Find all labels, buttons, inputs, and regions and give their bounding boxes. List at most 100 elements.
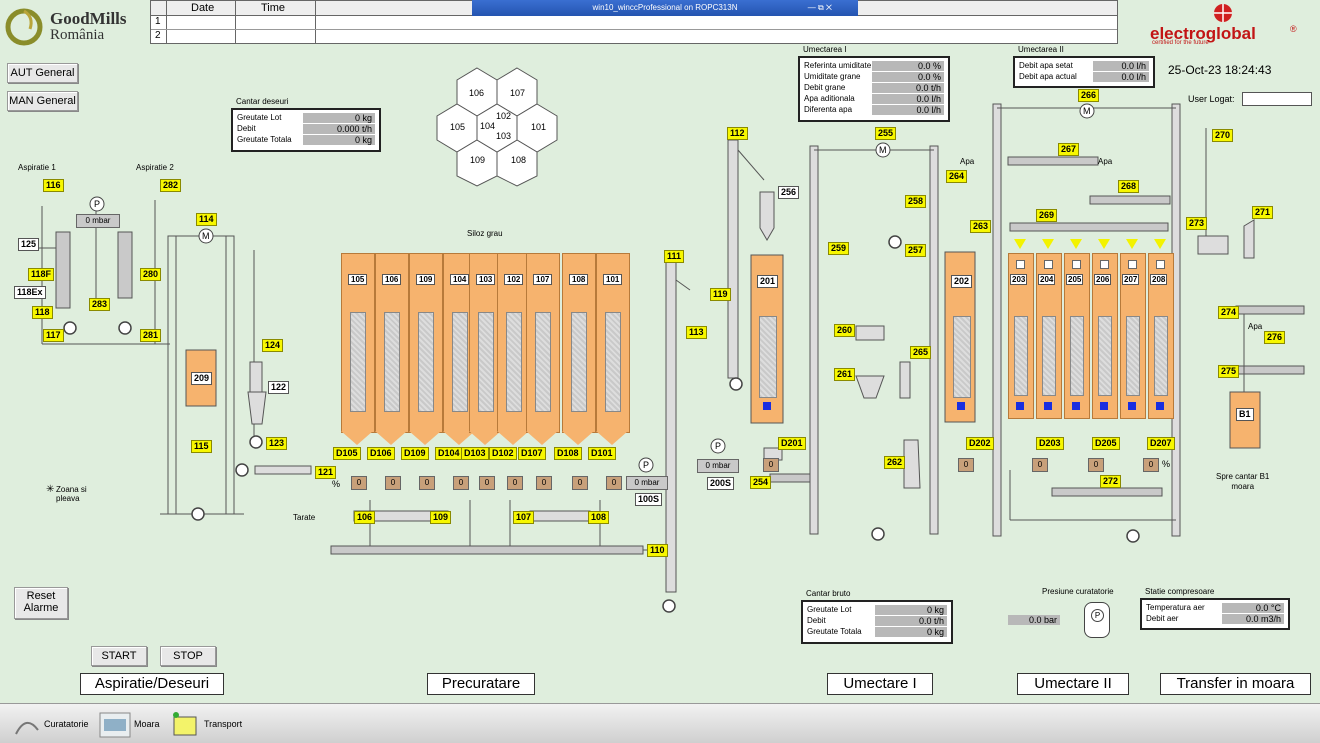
silo-101[interactable]: 101	[596, 253, 630, 433]
silo-205[interactable]: 205	[1064, 253, 1090, 419]
tag-256[interactable]: 256	[778, 186, 800, 199]
aut-general-button[interactable]: AUT General	[7, 63, 78, 83]
tag-115[interactable]: 115	[191, 440, 212, 453]
taskbar-moara[interactable]: Moara	[98, 709, 160, 739]
hex-108[interactable]: 108	[511, 155, 527, 165]
tag-d105[interactable]: D105	[333, 447, 361, 460]
tag-282[interactable]: 282	[160, 179, 182, 192]
hex-106[interactable]: 106	[469, 88, 485, 98]
silo-207[interactable]: 207	[1120, 253, 1146, 419]
tag-111[interactable]: 111	[664, 250, 685, 263]
tag-d103[interactable]: D103	[461, 447, 489, 460]
tag-119[interactable]: 119	[710, 288, 731, 301]
tag-118f[interactable]: 118F	[28, 268, 55, 281]
silo-107[interactable]: 107	[526, 253, 560, 433]
tag-100s[interactable]: 100S	[635, 493, 663, 506]
tag-123[interactable]: 123	[266, 437, 288, 450]
section-precuratare-button[interactable]: Precuratare	[427, 673, 535, 695]
tag-272[interactable]: 272	[1100, 475, 1122, 488]
tag-116[interactable]: 116	[43, 179, 64, 192]
silo-108[interactable]: 108	[562, 253, 596, 433]
tag-107[interactable]: 107	[513, 511, 535, 524]
tag-254[interactable]: 254	[750, 476, 772, 489]
hex-101[interactable]: 101	[531, 122, 547, 132]
tag-108[interactable]: 108	[588, 511, 610, 524]
tag-124[interactable]: 124	[262, 339, 284, 352]
tag-d107[interactable]: D107	[518, 447, 546, 460]
tag-d205[interactable]: D205	[1092, 437, 1120, 450]
tag-d104[interactable]: D104	[435, 447, 463, 460]
tag-d102[interactable]: D102	[489, 447, 517, 460]
tag-118[interactable]: 118	[32, 306, 53, 319]
tag-263[interactable]: 263	[970, 220, 992, 233]
tag-117[interactable]: 117	[43, 329, 64, 342]
tag-d109[interactable]: D109	[401, 447, 429, 460]
tag-109[interactable]: 109	[430, 511, 452, 524]
tag-106[interactable]: 106	[354, 511, 376, 524]
hex-107[interactable]: 107	[510, 88, 526, 98]
tag-201[interactable]: 201	[757, 275, 779, 288]
taskbar-curatatorie[interactable]: Curatatorie	[12, 709, 89, 739]
tag-276[interactable]: 276	[1264, 331, 1286, 344]
tag-258[interactable]: 258	[905, 195, 927, 208]
tag-209[interactable]: 209	[191, 372, 213, 385]
tag-262[interactable]: 262	[884, 456, 906, 469]
reset-alarme-button[interactable]: Reset Alarme	[14, 587, 68, 619]
tag-200s[interactable]: 200S	[707, 477, 735, 490]
tag-259[interactable]: 259	[828, 242, 850, 255]
silo-208[interactable]: 208	[1148, 253, 1174, 419]
tag-202[interactable]: 202	[951, 275, 973, 288]
hex-109[interactable]: 109	[470, 155, 486, 165]
hex-102[interactable]: 102	[496, 111, 512, 121]
tag-275[interactable]: 275	[1218, 365, 1240, 378]
silo-102[interactable]: 102	[497, 253, 531, 433]
tag-269[interactable]: 269	[1036, 209, 1058, 222]
tag-281[interactable]: 281	[140, 329, 162, 342]
silo-204[interactable]: 204	[1036, 253, 1062, 419]
start-button[interactable]: START	[91, 646, 147, 666]
tag-121[interactable]: 121	[315, 466, 337, 479]
tag-273[interactable]: 273	[1186, 217, 1208, 230]
silo-109[interactable]: 109	[409, 253, 443, 433]
tag-d106[interactable]: D106	[367, 447, 395, 460]
section-transfer-button[interactable]: Transfer in moara	[1160, 673, 1311, 695]
silo-106[interactable]: 106	[375, 253, 409, 433]
stop-button[interactable]: STOP	[160, 646, 216, 666]
tag-268[interactable]: 268	[1118, 180, 1140, 193]
tag-d202[interactable]: D202	[966, 437, 994, 450]
window-controls-icon[interactable]: — ⧉ ✕	[807, 3, 832, 12]
tag-114[interactable]: 114	[196, 213, 217, 226]
tag-270[interactable]: 270	[1212, 129, 1234, 142]
tag-110[interactable]: 110	[647, 544, 668, 557]
tag-125[interactable]: 125	[18, 238, 40, 251]
silo-206[interactable]: 206	[1092, 253, 1118, 419]
tag-271[interactable]: 271	[1252, 206, 1274, 219]
tag-113[interactable]: 113	[686, 326, 707, 339]
section-umectare2-button[interactable]: Umectare II	[1017, 673, 1129, 695]
hex-103[interactable]: 103	[496, 131, 512, 141]
tag-260[interactable]: 260	[834, 324, 856, 337]
section-aspiratie-button[interactable]: Aspiratie/Deseuri	[80, 673, 224, 695]
tag-b1[interactable]: B1	[1236, 408, 1254, 421]
tag-122[interactable]: 122	[268, 381, 290, 394]
silo-203[interactable]: 203	[1008, 253, 1034, 419]
tag-267[interactable]: 267	[1058, 143, 1080, 156]
user-field[interactable]	[1242, 92, 1312, 106]
tag-261[interactable]: 261	[834, 368, 856, 381]
tag-264[interactable]: 264	[946, 170, 968, 183]
tag-266[interactable]: 266	[1078, 89, 1100, 102]
tag-255[interactable]: 255	[875, 127, 897, 140]
tag-d207[interactable]: D207	[1147, 437, 1175, 450]
tag-280[interactable]: 280	[140, 268, 162, 281]
tag-265[interactable]: 265	[910, 346, 932, 359]
tag-257[interactable]: 257	[905, 244, 927, 257]
tag-274[interactable]: 274	[1218, 306, 1240, 319]
tag-d203[interactable]: D203	[1036, 437, 1064, 450]
tag-d101[interactable]: D101	[588, 447, 616, 460]
taskbar-transport[interactable]: Transport	[168, 709, 242, 739]
tag-283[interactable]: 283	[89, 298, 111, 311]
tag-d201[interactable]: D201	[778, 437, 806, 450]
silo-105[interactable]: 105	[341, 253, 375, 433]
hex-105[interactable]: 105	[450, 122, 466, 132]
tag-d108[interactable]: D108	[554, 447, 582, 460]
